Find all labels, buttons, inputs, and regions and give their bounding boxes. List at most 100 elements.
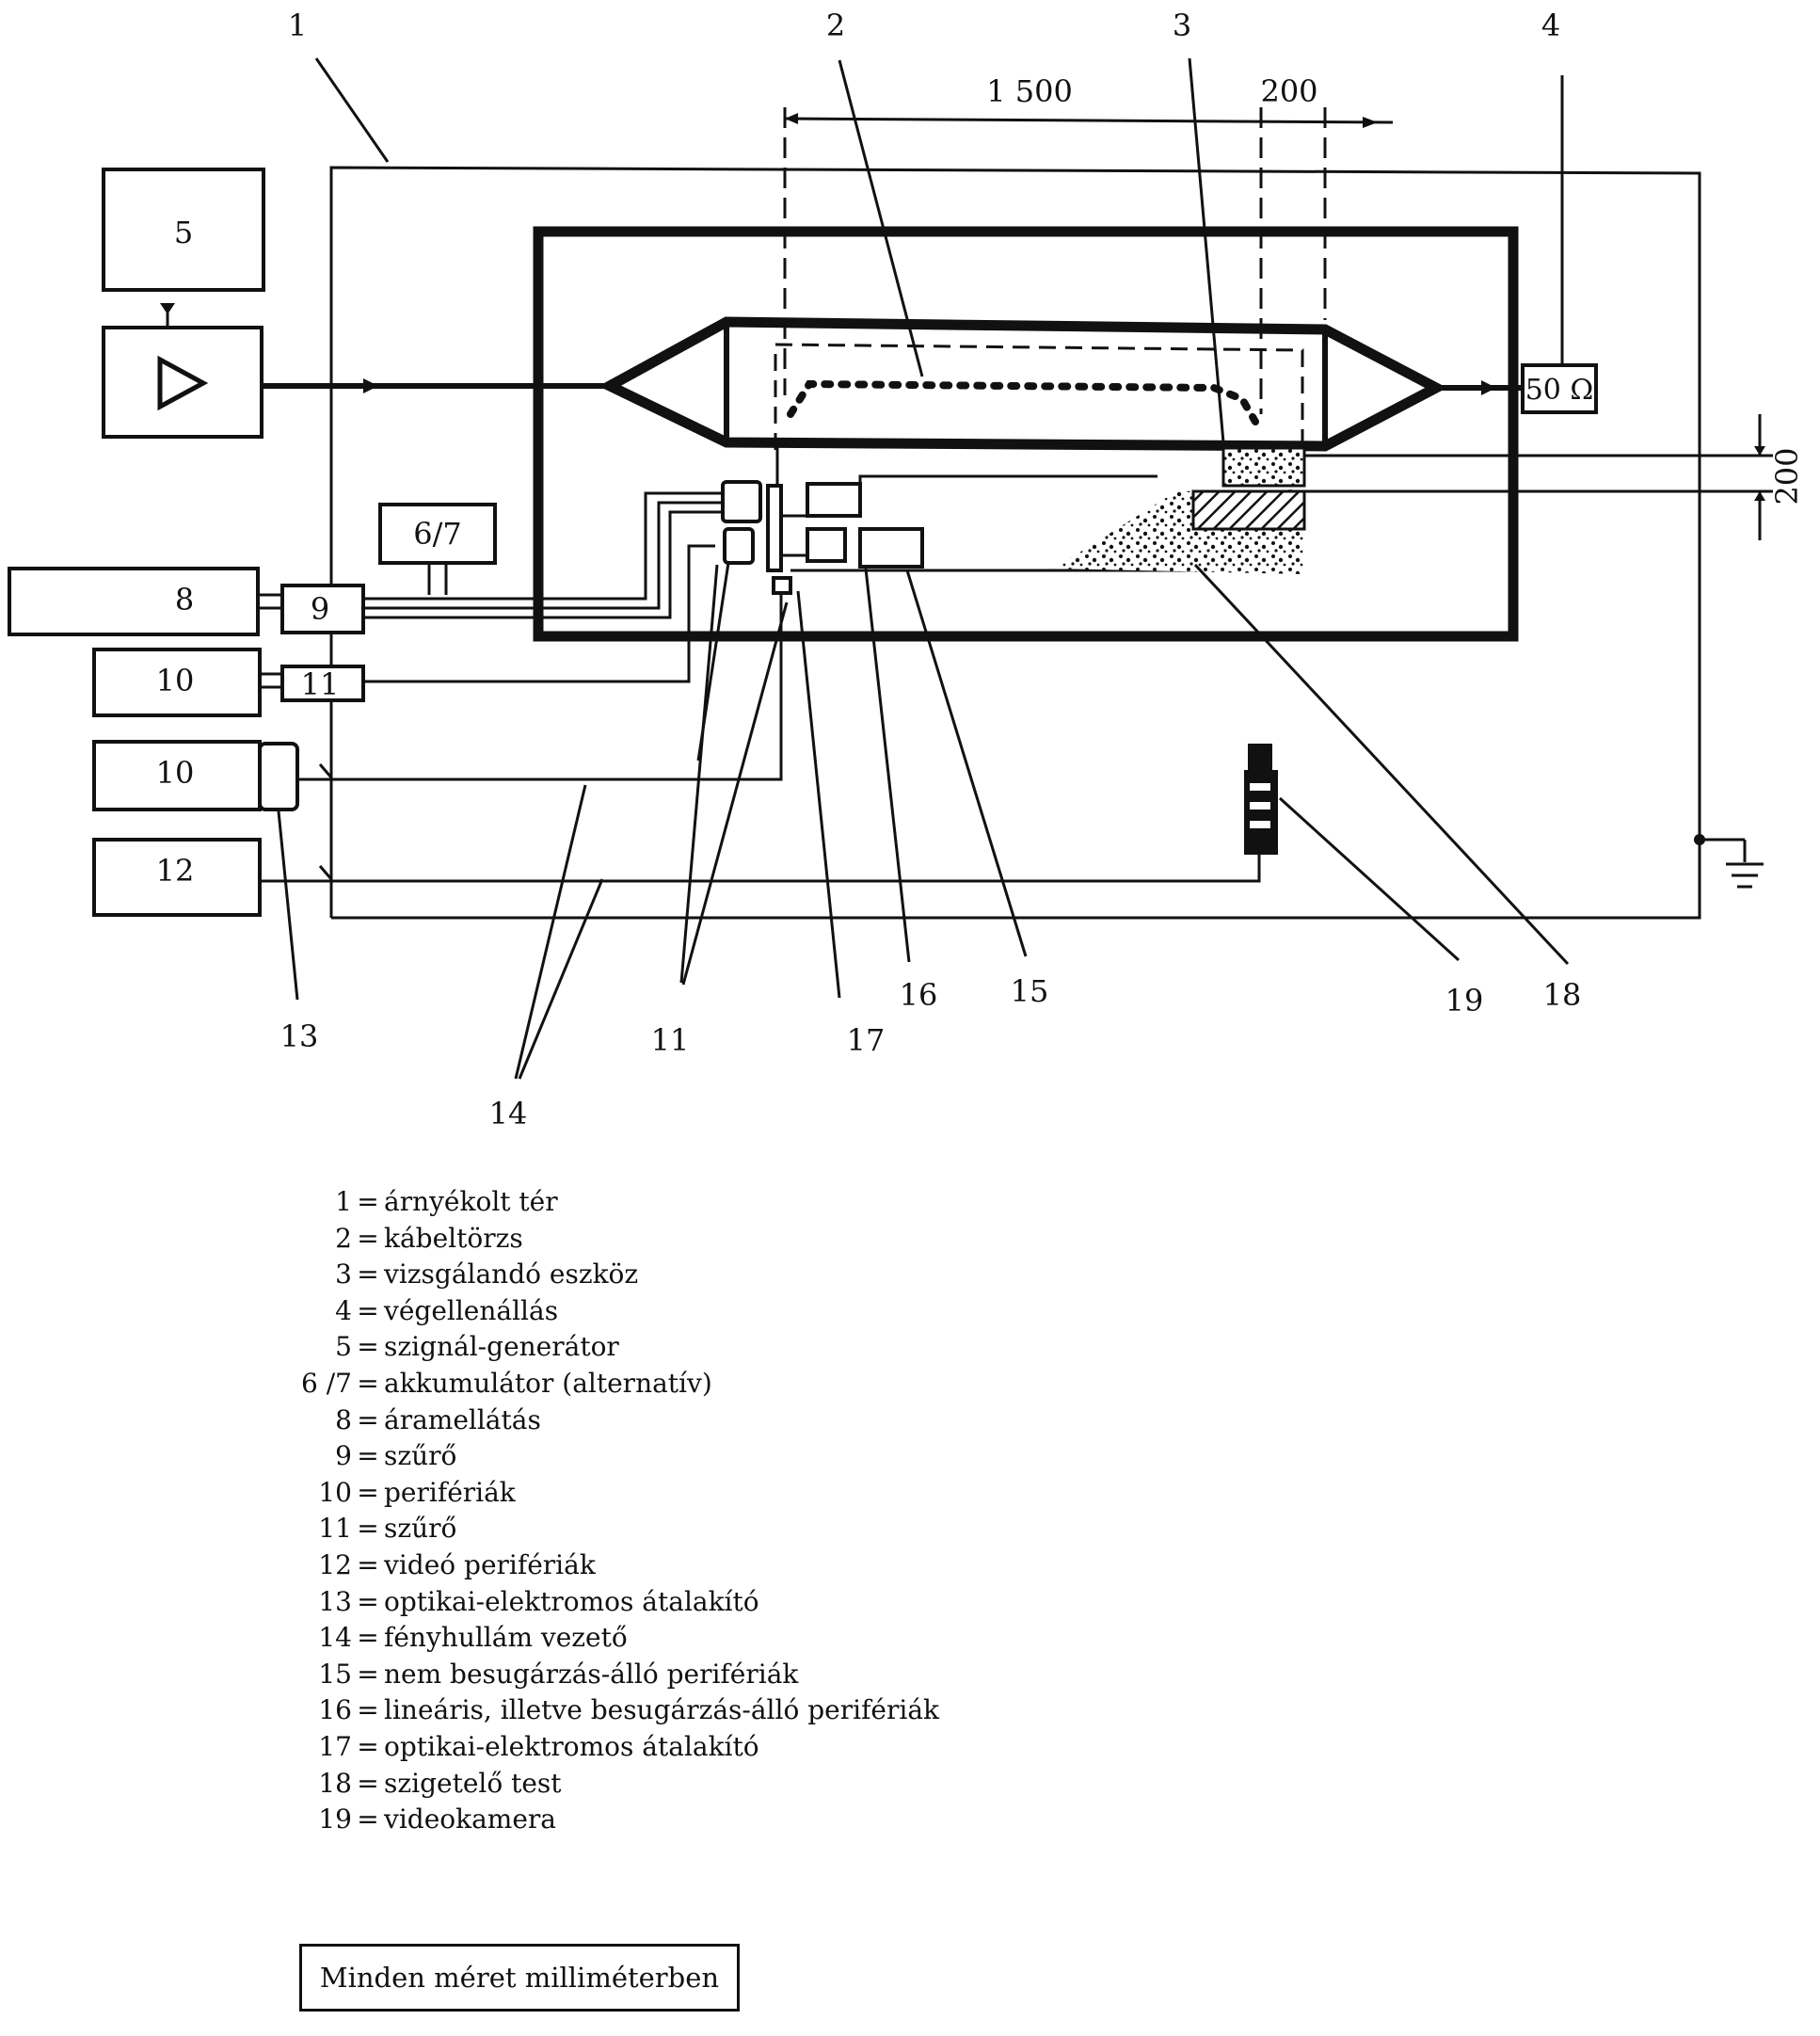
legend-text: árnyékolt tér xyxy=(384,1186,558,1217)
legend-item: 19=videokamera xyxy=(282,1802,939,1838)
legend-equals: = xyxy=(357,1403,379,1435)
legend-number: 11 xyxy=(318,1513,352,1545)
legend-item: 11=szűrő xyxy=(282,1511,939,1547)
fiber-line-a xyxy=(297,593,783,781)
legend-item: 16=lineáris, illetve besugárzás-álló per… xyxy=(282,1692,939,1729)
termination-label: 50 Ω xyxy=(1525,374,1594,407)
legend-item: 3=vizsgálandó eszköz xyxy=(282,1257,939,1293)
legend-equals: = xyxy=(357,1767,379,1799)
legend-text: optikai-elektromos átalakító xyxy=(384,1730,759,1762)
legend-text: végellenállás xyxy=(384,1294,559,1326)
legend-number: 4 xyxy=(335,1294,352,1326)
legend-number: 15 xyxy=(318,1658,352,1690)
legend-equals: = xyxy=(357,1294,379,1326)
callout-numbers: 1 2 3 4 16 15 19 18 13 11 17 14 xyxy=(280,8,1582,1131)
legend-item: 1=árnyékolt tér xyxy=(282,1184,939,1221)
legend-equals: = xyxy=(357,1694,379,1726)
internal-peripherals xyxy=(721,442,1304,595)
legend-item: 9=szűrő xyxy=(282,1438,939,1475)
filter-11-box: 11 xyxy=(280,665,365,702)
device-under-test xyxy=(1221,446,1306,488)
oe-converter-13 xyxy=(258,742,299,811)
legend-text: nem besugárzás-álló perifériák xyxy=(384,1658,799,1690)
fiber-line-b xyxy=(260,828,1261,883)
legend-number: 6 /7 xyxy=(301,1367,352,1399)
legend-equals: = xyxy=(357,1367,379,1399)
units-note: Minden méret milliméterben xyxy=(299,1944,740,2012)
power-supply-label: 8 xyxy=(175,582,194,617)
legend-equals: = xyxy=(357,1658,379,1690)
callout-16: 16 xyxy=(900,977,938,1013)
legend-text: videó perifériák xyxy=(384,1548,596,1580)
legend-number: 3 xyxy=(335,1258,352,1291)
legend-item: 4=végellenállás xyxy=(282,1293,939,1330)
callout-1: 1 xyxy=(288,8,307,43)
legend-number: 16 xyxy=(318,1694,352,1726)
callout-13: 13 xyxy=(280,1018,319,1054)
filter-11-label: 11 xyxy=(301,666,340,702)
legend-text: optikai-elektromos átalakító xyxy=(384,1585,759,1617)
legend-equals: = xyxy=(357,1622,379,1654)
test-setup-diagram: 50 Ω 5 6/7 8 9 10 11 xyxy=(8,8,1805,1131)
legend-text: fényhullám vezető xyxy=(384,1622,628,1654)
arrow-in-icon xyxy=(363,378,378,393)
legend-item: 17=optikai-elektromos átalakító xyxy=(282,1729,939,1766)
legend-equals: = xyxy=(357,1585,379,1617)
legend-item: 15=nem besugárzás-álló perifériák xyxy=(282,1657,939,1693)
signal-generator-label: 5 xyxy=(174,215,193,250)
legend-equals: = xyxy=(357,1476,379,1508)
legend-number: 13 xyxy=(318,1585,352,1617)
legend-item: 14=fényhullám vezető xyxy=(282,1620,939,1657)
callout-11: 11 xyxy=(651,1022,690,1058)
legend-text: szigetelő test xyxy=(384,1767,562,1799)
legend-equals: = xyxy=(357,1440,379,1472)
power-supply-box: 8 xyxy=(8,567,260,636)
legend-equals: = xyxy=(357,1222,379,1254)
legend-text: perifériák xyxy=(384,1476,516,1508)
legend-number: 1 xyxy=(335,1186,352,1217)
accumulator-label: 6/7 xyxy=(413,516,462,552)
legend-equals: = xyxy=(357,1513,379,1545)
height-dimension-label: 200 xyxy=(1769,447,1805,505)
peripheral-a-box: 10 xyxy=(92,648,262,717)
arrow-out-icon xyxy=(1481,380,1496,395)
leader-lines xyxy=(277,57,1570,1080)
accumulator-box: 6/7 xyxy=(378,503,497,595)
legend-equals: = xyxy=(357,1258,379,1291)
legend-item: 5=szignál-generátor xyxy=(282,1329,939,1366)
legend-item: 18=szigetelő test xyxy=(282,1766,939,1803)
legend-item: 2=kábeltörzs xyxy=(282,1221,939,1258)
legend-text: szignál-generátor xyxy=(384,1331,619,1363)
length-dimension: 1 500 200 xyxy=(783,73,1394,414)
legend-equals: = xyxy=(357,1548,379,1580)
legend-item: 13=optikai-elektromos átalakító xyxy=(282,1584,939,1621)
callout-15: 15 xyxy=(1011,973,1049,1009)
peripheral-b-box: 10 xyxy=(92,740,262,811)
legend-text: szűrő xyxy=(384,1513,457,1545)
cable-harness xyxy=(599,316,1447,452)
legend-number: 18 xyxy=(318,1767,352,1799)
legend-number: 2 xyxy=(335,1222,352,1254)
legend-equals: = xyxy=(357,1730,379,1762)
ground-icon xyxy=(1694,834,1764,889)
peripheral-b-label: 10 xyxy=(156,755,195,791)
legend-item: 12=videó perifériák xyxy=(282,1547,939,1584)
filter-9-label: 9 xyxy=(311,591,329,627)
shielded-enclosure xyxy=(329,166,1701,920)
legend-number: 19 xyxy=(318,1804,352,1836)
length-b-label: 200 xyxy=(1260,73,1317,109)
legend-item: 6 /7=akkumulátor (alternatív) xyxy=(282,1366,939,1403)
legend-equals: = xyxy=(357,1804,379,1836)
inner-chamber xyxy=(533,226,1519,642)
video-peripheral-box: 12 xyxy=(92,838,262,917)
peripheral-a-label: 10 xyxy=(156,663,195,698)
legend-text: vizsgálandó eszköz xyxy=(384,1258,639,1291)
signal-generator-box: 5 xyxy=(102,168,265,292)
legend-text: akkumulátor (alternatív) xyxy=(384,1367,712,1399)
legend-number: 17 xyxy=(318,1730,352,1762)
callout-14: 14 xyxy=(489,1096,528,1131)
legend-number: 8 xyxy=(335,1403,352,1435)
legend-item: 10=perifériák xyxy=(282,1475,939,1512)
callout-19: 19 xyxy=(1445,983,1484,1018)
